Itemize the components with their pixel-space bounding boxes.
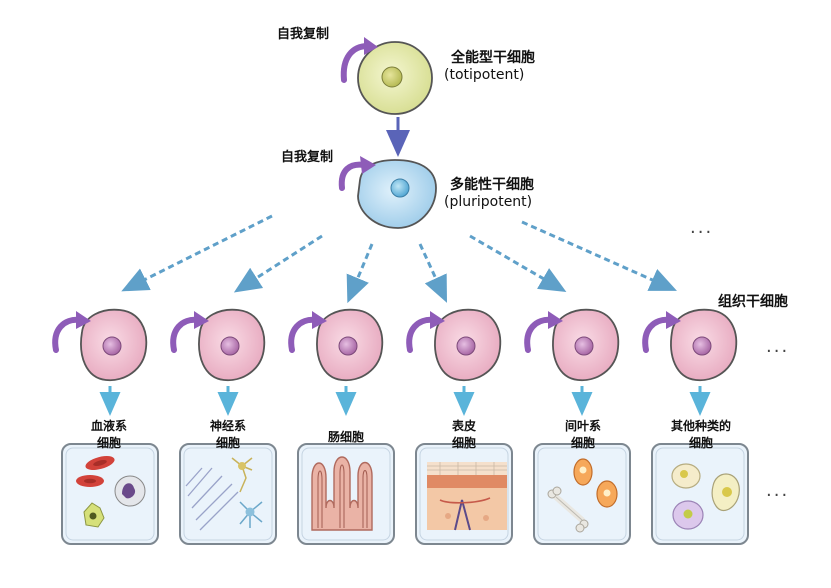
tissue-stem-cell [434, 308, 502, 382]
totipotent-label: 全能型干细胞 [451, 50, 535, 66]
tissue-stem-cell-label: 组织干细胞 [718, 294, 788, 310]
renewal-arrow-head-icon [364, 37, 378, 55]
category-label: 血液系细胞 [90, 419, 127, 450]
category-label: 间叶系细胞 [564, 419, 601, 450]
pluripotent-en-label: (pluripotent) [444, 194, 533, 210]
renewal-arrow-icon [338, 161, 367, 191]
intestinal-cells-illustration [311, 456, 373, 531]
category-label: 肠细胞 [327, 430, 364, 444]
ellipsis-top: ··· [690, 222, 714, 243]
differentiation-arrows [121, 214, 677, 304]
cell-type-box [533, 443, 631, 545]
category-label: 其他种类的细胞 [670, 419, 731, 450]
category-label: 表皮细胞 [451, 419, 476, 450]
other-cells-illustration [671, 463, 740, 530]
tissue-stem-cell [80, 308, 148, 382]
blood-cells-illustration [76, 456, 146, 528]
tissue-stem-cell [670, 308, 738, 382]
tissue-stem-cell [316, 308, 384, 382]
renewal-arrow-head-icon [666, 311, 681, 329]
tissue-stem-cell [198, 308, 266, 382]
self-renewal-label: 自我复制 [277, 27, 330, 42]
category-label: 神经系细胞 [209, 419, 246, 450]
cell-type-box [179, 443, 277, 545]
skin-cells-illustration [427, 462, 507, 531]
ellipsis-tissue: ··· [766, 341, 790, 362]
renewal-arrow-head-icon [360, 156, 376, 174]
renewal-arrow-head-icon [76, 311, 91, 329]
totipotent-en-label: (totipotent) [444, 67, 525, 83]
pluripotent-cell [357, 159, 437, 229]
mesenchymal-cells-illustration [547, 458, 618, 533]
ellipsis-boxes: ··· [766, 485, 790, 506]
pluripotent-label: 多能性干细胞 [450, 177, 534, 193]
renewal-arrow-head-icon [548, 311, 563, 329]
tissue-stem-cell [552, 308, 620, 382]
renewal-arrow-head-icon [430, 311, 445, 329]
renewal-arrow-head-icon [194, 311, 209, 329]
renewal-arrow-head-icon [312, 311, 327, 329]
nerve-cells-illustration [185, 457, 263, 531]
totipotent-cell [357, 41, 433, 115]
self-renewal-label: 自我复制 [281, 150, 334, 165]
